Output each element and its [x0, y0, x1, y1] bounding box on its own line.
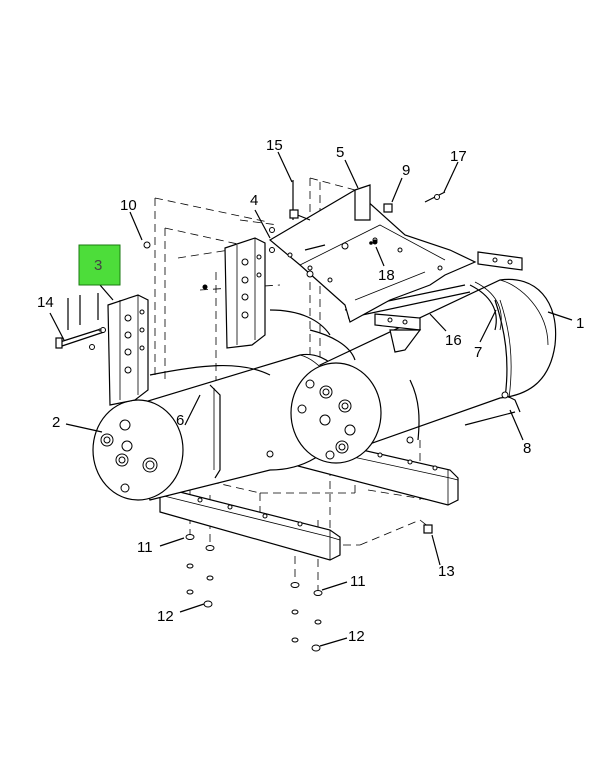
fasteners [55, 180, 446, 652]
air-tank-front [92, 353, 348, 501]
callout-5[interactable]: 5 [336, 144, 344, 161]
callout-18[interactable]: 18 [378, 267, 395, 284]
callout-9[interactable]: 9 [402, 162, 410, 179]
callout-10[interactable]: 10 [120, 197, 137, 214]
callout-2[interactable]: 2 [52, 414, 60, 431]
callout-4[interactable]: 4 [250, 192, 258, 209]
upper-crossmember-bracket [268, 184, 523, 353]
vertical-bracket-front [107, 294, 149, 406]
callout-6[interactable]: 6 [176, 412, 184, 429]
vertical-bracket-rear [224, 237, 266, 349]
callout-12-left[interactable]: 12 [157, 608, 174, 625]
callout-8[interactable]: 8 [523, 440, 531, 457]
lower-mounting-rail-front [159, 486, 341, 561]
callout-13[interactable]: 13 [438, 563, 455, 580]
callout-17[interactable]: 17 [450, 148, 467, 165]
leader-lines [49, 151, 573, 647]
callout-3[interactable]: 3 [94, 257, 102, 274]
hoses [149, 309, 521, 426]
callout-12-right[interactable]: 12 [348, 628, 365, 645]
callout-15[interactable]: 15 [266, 137, 283, 154]
callout-11-right[interactable]: 11 [350, 573, 366, 590]
callout-11-left[interactable]: 11 [137, 539, 153, 556]
callout-7[interactable]: 7 [474, 344, 482, 361]
callout-16[interactable]: 16 [445, 332, 462, 349]
callout-1[interactable]: 1 [576, 315, 584, 332]
callout-labels: 1 2 3 4 5 6 7 8 9 10 11 11 12 12 13 14 1… [37, 137, 584, 645]
air-tank-rear [290, 278, 557, 464]
highlighted-callout-box[interactable] [78, 244, 121, 286]
callout-14[interactable]: 14 [37, 294, 54, 311]
